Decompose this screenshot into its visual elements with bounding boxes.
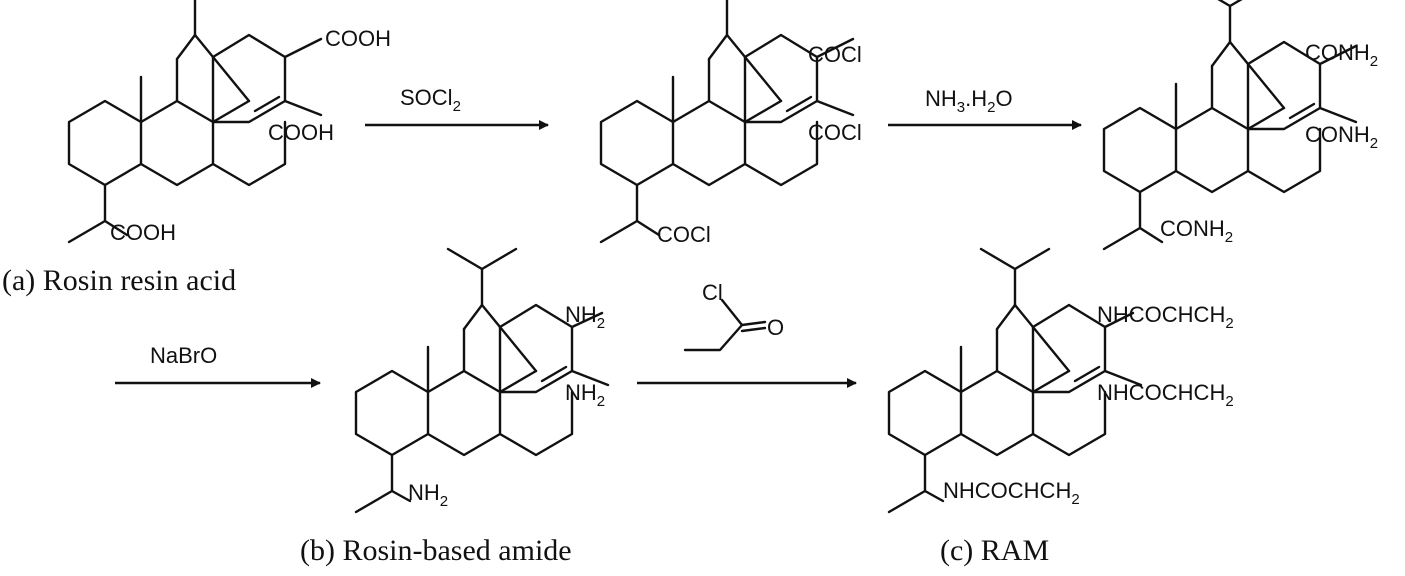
reagent-nabro: NaBrO (150, 343, 217, 368)
molecule-amide (1102, 0, 1358, 251)
acrylamide-bottom-label: NHCOCHCH2 (943, 478, 1080, 508)
caption-b: (b) Rosin-based amide (300, 534, 572, 567)
conh2-mid-label: CONH2 (1305, 122, 1378, 152)
conh2-bottom-label: CONH2 (1160, 216, 1233, 246)
reagent-socl2: SOCl2 (400, 85, 461, 115)
reagent-acyl-chloride: Cl O (683, 280, 784, 352)
cocl-bottom-label: COCl (657, 222, 711, 247)
acrylamide-top-label: NHCOCHCH2 (1097, 302, 1234, 332)
oxygen-label: O (767, 315, 784, 340)
acrylamide-mid-label: NHCOCHCH2 (1097, 380, 1234, 410)
cooh-bottom-label: COOH (110, 220, 176, 245)
molecule-rosin-resin-acid (67, 0, 323, 244)
chlorine-label: Cl (702, 280, 723, 305)
caption-a: (a) Rosin resin acid (2, 264, 236, 297)
molecule-ram (887, 247, 1143, 514)
cooh-top-label: COOH (325, 26, 391, 51)
conh2-top-label: CONH2 (1305, 40, 1378, 70)
nh2-top-label: NH2 (565, 302, 605, 332)
nh2-mid-label: NH2 (565, 380, 605, 410)
molecule-acid-chloride (599, 0, 855, 244)
nh2-bottom-label: NH2 (408, 480, 448, 510)
cocl-top-label: COCl (808, 42, 862, 67)
cocl-mid-label: COCl (808, 120, 862, 145)
cooh-mid-label: COOH (268, 120, 334, 145)
molecule-rosin-based-amide (354, 247, 610, 514)
caption-c: (c) RAM (940, 534, 1049, 567)
reagent-ammonia: NH3.H2O (925, 86, 1013, 116)
